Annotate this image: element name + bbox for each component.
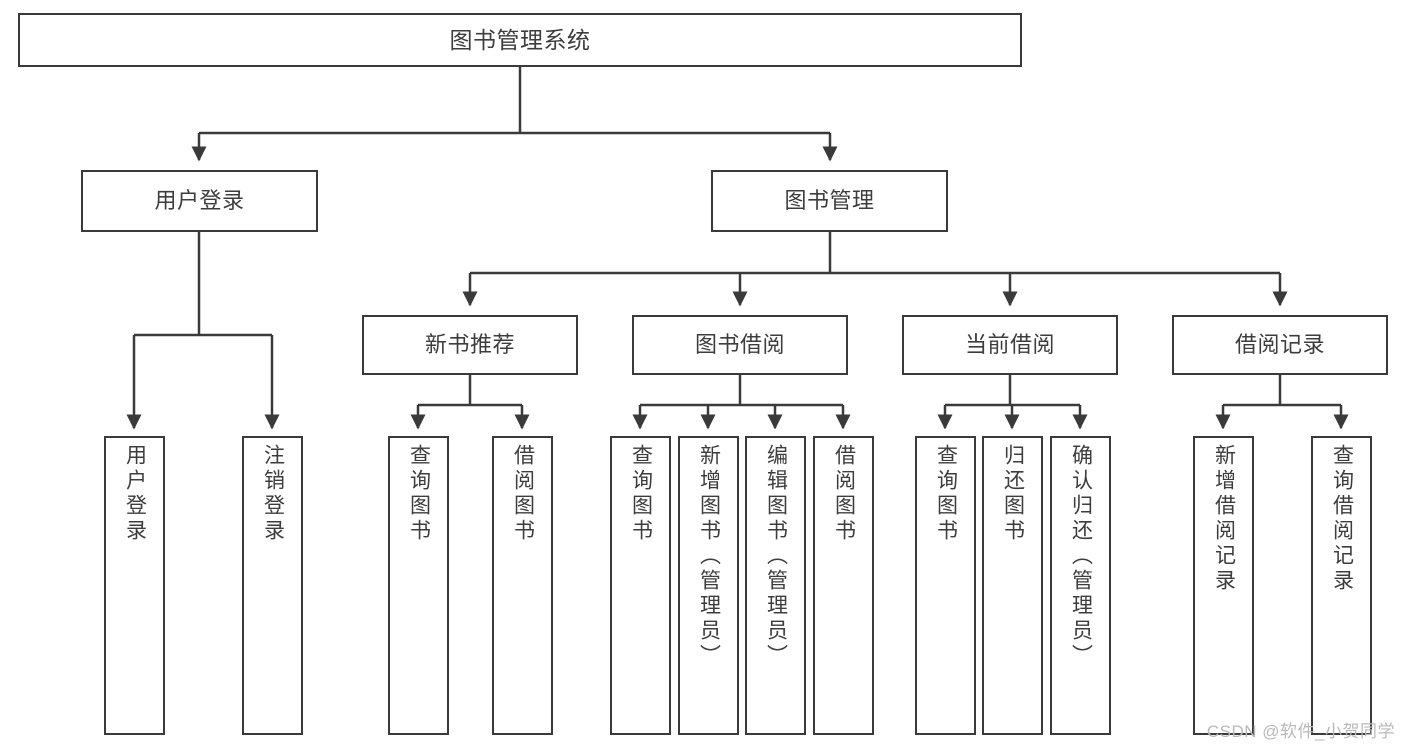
leaf-book-borrow-query-label: 查询图书 — [629, 444, 653, 544]
leaf-book-borrow-add[interactable]: 新增图书（管理员） — [678, 436, 739, 735]
leaf-new-book-borrow[interactable]: 借阅图书 — [492, 436, 553, 735]
node-current-borrow[interactable]: 当前借阅 — [902, 315, 1118, 375]
node-borrow-record-label: 借阅记录 — [1234, 332, 1325, 358]
leaf-current-borrow-query[interactable]: 查询图书 — [915, 436, 976, 735]
leaf-user-login-logout[interactable]: 注销登录 — [242, 436, 303, 735]
node-book-borrow-label: 图书借阅 — [694, 332, 785, 358]
leaf-book-borrow-borrow[interactable]: 借阅图书 — [813, 436, 874, 735]
node-root-label: 图书管理系统 — [449, 26, 591, 53]
leaf-user-login-logout-label: 注销登录 — [261, 444, 285, 544]
leaf-user-login-login-label: 用户登录 — [123, 444, 147, 544]
node-book-borrow[interactable]: 图书借阅 — [632, 315, 848, 375]
leaf-borrow-record-query-label: 查询借阅记录 — [1330, 444, 1354, 594]
leaf-book-borrow-borrow-label: 借阅图书 — [832, 444, 856, 544]
leaf-borrow-record-add-label: 新增借阅记录 — [1212, 444, 1236, 594]
leaf-borrow-record-add[interactable]: 新增借阅记录 — [1193, 436, 1254, 735]
leaf-borrow-record-query[interactable]: 查询借阅记录 — [1311, 436, 1372, 735]
leaf-book-borrow-query[interactable]: 查询图书 — [610, 436, 671, 735]
node-current-borrow-label: 当前借阅 — [964, 332, 1055, 358]
leaf-current-borrow-query-label: 查询图书 — [934, 444, 958, 544]
leaf-user-login-login[interactable]: 用户登录 — [104, 436, 165, 735]
node-user-login-label: 用户登录 — [154, 188, 245, 214]
node-user-login[interactable]: 用户登录 — [81, 170, 318, 232]
node-new-book-recommend-label: 新书推荐 — [424, 332, 515, 358]
node-book-manage-label: 图书管理 — [784, 188, 875, 214]
leaf-current-borrow-confirm[interactable]: 确认归还（管理员） — [1050, 436, 1111, 735]
node-book-manage[interactable]: 图书管理 — [711, 170, 948, 232]
leaf-current-borrow-return-label: 归还图书 — [1001, 444, 1025, 544]
leaf-new-book-query-label: 查询图书 — [407, 444, 431, 544]
node-root[interactable]: 图书管理系统 — [18, 13, 1022, 67]
node-new-book-recommend[interactable]: 新书推荐 — [362, 315, 578, 375]
leaf-current-borrow-confirm-label: 确认归还（管理员） — [1069, 444, 1093, 669]
leaf-book-borrow-add-label: 新增图书（管理员） — [697, 444, 721, 669]
leaf-book-borrow-edit-label: 编辑图书（管理员） — [764, 444, 788, 669]
watermark: CSDN @软件_小贺同学 — [1206, 722, 1395, 741]
leaf-new-book-query[interactable]: 查询图书 — [388, 436, 449, 735]
node-borrow-record[interactable]: 借阅记录 — [1172, 315, 1388, 375]
leaf-book-borrow-edit[interactable]: 编辑图书（管理员） — [745, 436, 806, 735]
leaf-new-book-borrow-label: 借阅图书 — [511, 444, 535, 544]
leaf-current-borrow-return[interactable]: 归还图书 — [982, 436, 1043, 735]
